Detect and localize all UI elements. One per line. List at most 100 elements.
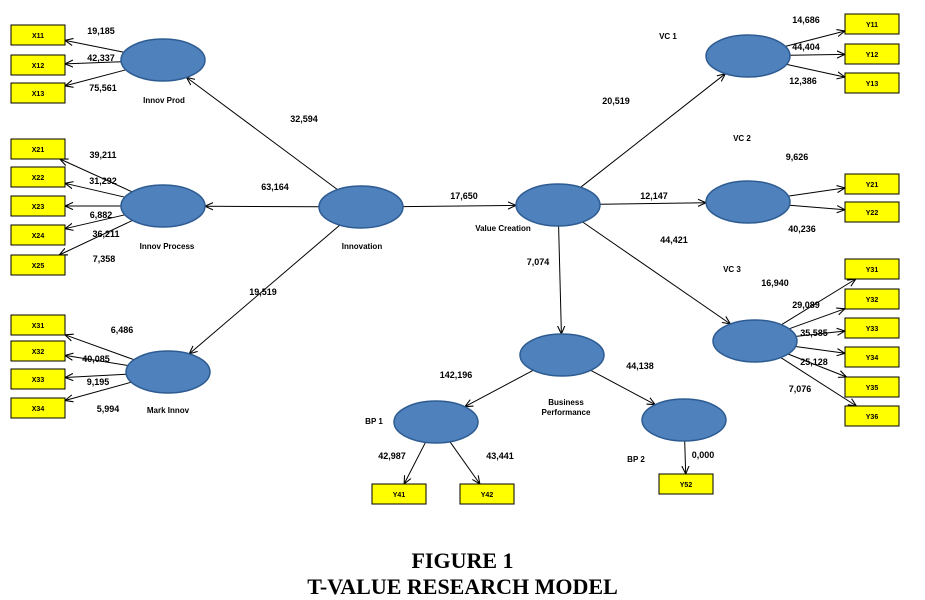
edge-value-creation-to-vc3: [582, 221, 731, 324]
latent-label-innov-prod: Innov Prod: [143, 96, 185, 105]
indicator-x34: X34: [10, 397, 66, 419]
t-value-innov-process-to-x22: 31,292: [89, 176, 117, 186]
edge-vc1-to-y13: [786, 63, 846, 77]
edge-vc3-to-y36: [780, 357, 857, 406]
edge-business-performance-to-bp1: [465, 369, 534, 406]
latent-label-bp1: BP 1: [365, 417, 383, 426]
t-value-business-performance-to-bp2: 44,138: [626, 361, 654, 371]
indicator-label-y31: Y31: [866, 267, 879, 274]
t-value-value-creation-to-vc2: 12,147: [640, 191, 668, 201]
t-value-innov-process-to-x21: 39,211: [89, 150, 116, 160]
indicator-box-y52: [658, 473, 714, 495]
indicator-label-y52: Y52: [680, 482, 693, 489]
indicator-y22: Y22: [844, 201, 900, 223]
indicator-box-y31: [844, 258, 900, 280]
edge-bp1-to-y42: [449, 441, 480, 484]
indicator-box-x11: [10, 24, 66, 46]
indicator-box-x13: [10, 82, 66, 104]
latent-ellipse-bp1: [393, 400, 479, 444]
latent-label-bp2: BP 2: [627, 455, 645, 464]
edge-vc2-to-y22: [789, 204, 846, 210]
indicator-x21: X21: [10, 138, 66, 160]
indicator-box-x32: [10, 340, 66, 362]
edge-vc3-to-y32: [788, 309, 845, 330]
indicator-box-y41: [371, 483, 427, 505]
indicator-label-x22: X22: [32, 175, 45, 182]
t-value-innovation-to-innov-prod: 32,594: [290, 114, 318, 124]
edge-innovation-to-innov-prod: [187, 77, 338, 191]
edge-bp2-to-y52: [685, 440, 686, 474]
indicator-x31: X31: [10, 314, 66, 336]
latent-ellipse-innovation: [318, 185, 404, 229]
edge-vc3-to-y33: [795, 331, 845, 337]
latent-label-innovation: Innovation: [342, 242, 383, 251]
t-value-innov-process-to-x24: 36,211: [92, 229, 119, 239]
edge-mark-innov-to-x33: [65, 374, 127, 377]
research-model-diagram: X11X12X13X21X22X23X24X25X31X32X33X34Y11Y…: [10, 13, 900, 505]
indicator-label-x33: X33: [32, 377, 45, 384]
figure-title: T-VALUE RESEARCH MODEL: [307, 574, 618, 599]
t-value-innovation-to-value-creation: 17,650: [450, 191, 478, 201]
edge-value-creation-to-vc2: [599, 203, 706, 205]
latent-ellipse-vc2: [705, 180, 791, 224]
latent-innovation: [318, 185, 404, 229]
latent-vc3: [712, 319, 798, 363]
indicator-label-y13: Y13: [866, 81, 879, 88]
latent-label-innov-process: Innov Process: [140, 242, 195, 251]
indicator-label-y21: Y21: [866, 182, 879, 189]
t-value-vc3-to-y33: 35,585: [800, 328, 828, 338]
indicator-label-y36: Y36: [866, 414, 879, 421]
latent-vc1: [705, 34, 791, 78]
latent-ellipse-innov-process: [120, 184, 206, 228]
edge-innov-prod-to-x12: [65, 62, 122, 64]
indicator-label-x25: X25: [32, 263, 45, 270]
latent-innov-process: [120, 184, 206, 228]
indicator-x13: X13: [10, 82, 66, 104]
indicator-label-x31: X31: [32, 323, 45, 330]
edges-layer: [59, 31, 856, 484]
indicator-x22: X22: [10, 166, 66, 188]
t-value-bp1-to-y42: 43,441: [486, 451, 514, 461]
indicator-label-y12: Y12: [866, 52, 879, 59]
indicator-y34: Y34: [844, 346, 900, 368]
indicator-y13: Y13: [844, 72, 900, 94]
labels-layer: 32,59463,16419,51917,65020,51912,14744,4…: [82, 15, 828, 464]
indicator-label-y35: Y35: [866, 385, 879, 392]
indicator-x12: X12: [10, 54, 66, 76]
indicator-box-y12: [844, 43, 900, 65]
indicator-box-y21: [844, 173, 900, 195]
t-value-vc2-to-y22: 40,236: [788, 224, 816, 234]
t-value-vc1-to-y12: 44,404: [792, 42, 820, 52]
indicator-label-x11: X11: [32, 33, 44, 40]
indicator-label-y32: Y32: [866, 297, 879, 304]
t-value-vc2-to-y21: 9,626: [786, 152, 809, 162]
edge-vc3-to-y34: [795, 346, 846, 354]
t-value-vc3-to-y32: 29,089: [792, 300, 820, 310]
indicator-x33: X33: [10, 368, 66, 390]
t-value-vc3-to-y34: 25,128: [800, 357, 828, 367]
edge-mark-innov-to-x34: [65, 381, 132, 400]
indicator-y12: Y12: [844, 43, 900, 65]
t-value-innov-prod-to-x13: 75,561: [89, 83, 117, 93]
latent-label-value-creation: Value Creation: [475, 224, 531, 233]
edge-innovation-to-mark-innov: [189, 224, 341, 354]
latent-vc2: [705, 180, 791, 224]
latent-value-creation: [515, 183, 601, 227]
latent-bp2: [641, 398, 727, 442]
t-value-bp2-to-y52: 0,000: [692, 450, 715, 460]
indicator-label-y33: Y33: [866, 326, 879, 333]
t-value-innov-prod-to-x12: 42,337: [87, 53, 115, 63]
edge-vc2-to-y21: [788, 188, 845, 197]
indicator-box-x23: [10, 195, 66, 217]
latent-label-mark-innov: Mark Innov: [147, 406, 190, 415]
indicator-y36: Y36: [844, 405, 900, 427]
indicator-label-x13: X13: [32, 91, 45, 98]
indicator-box-x22: [10, 166, 66, 188]
indicator-y21: Y21: [844, 173, 900, 195]
edge-mark-innov-to-x31: [65, 335, 135, 361]
indicator-box-x33: [10, 368, 66, 390]
edge-innov-process-to-x25: [59, 219, 133, 255]
latent-ellipse-innov-prod: [120, 38, 206, 82]
indicator-label-y42: Y42: [481, 492, 494, 499]
